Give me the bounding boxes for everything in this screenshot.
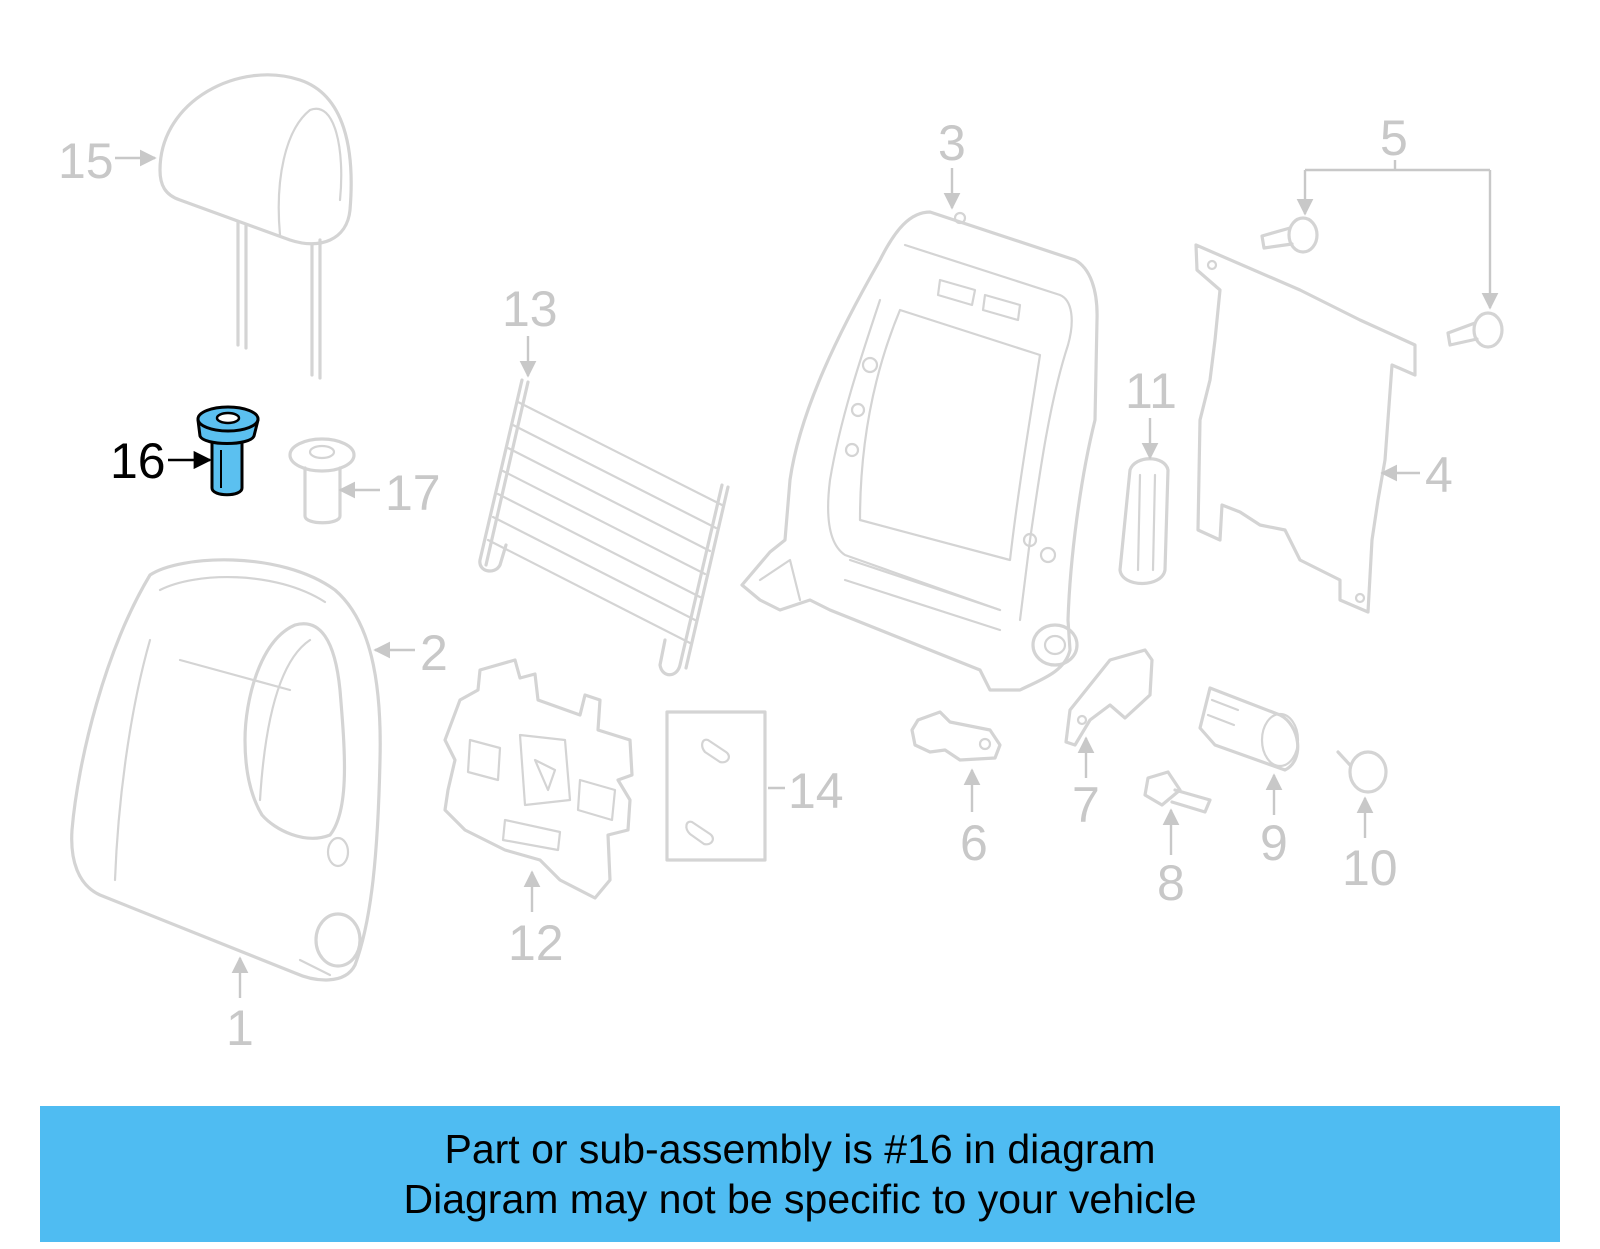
part-12-bracket[interactable] bbox=[443, 658, 634, 900]
part-16-highlighted[interactable] bbox=[196, 405, 260, 497]
part-10-plug[interactable] bbox=[1336, 750, 1388, 794]
svg-text:16: 16 bbox=[110, 433, 166, 489]
info-banner: Part or sub-assembly is #16 in diagram D… bbox=[40, 1106, 1560, 1242]
svg-text:17: 17 bbox=[385, 465, 441, 521]
callout-13: 13 bbox=[502, 281, 558, 378]
svg-text:14: 14 bbox=[788, 763, 844, 819]
svg-text:7: 7 bbox=[1072, 777, 1100, 833]
svg-text:8: 8 bbox=[1157, 855, 1185, 911]
callout-12: 12 bbox=[508, 870, 564, 971]
callout-17: 17 bbox=[338, 465, 441, 521]
svg-text:15: 15 bbox=[58, 133, 114, 189]
banner-line-1: Part or sub-assembly is #16 in diagram bbox=[444, 1126, 1156, 1172]
callout-6: 6 bbox=[960, 768, 988, 871]
callout-10: 10 bbox=[1342, 796, 1398, 896]
callout-5: 5 bbox=[1296, 110, 1499, 310]
part-11-trim[interactable] bbox=[1118, 457, 1170, 585]
callout-2: 2 bbox=[373, 625, 448, 681]
callout-14: 14 bbox=[768, 763, 844, 819]
callouts: 15 16 17 13 3 5 11 bbox=[58, 110, 1499, 1056]
callout-4: 4 bbox=[1380, 447, 1453, 503]
part-9-knob[interactable] bbox=[1198, 686, 1300, 772]
svg-text:4: 4 bbox=[1425, 447, 1453, 503]
part-14-pad[interactable] bbox=[665, 710, 767, 862]
part-13-lumbar-support[interactable] bbox=[478, 378, 730, 677]
part-1-seat-back-cover[interactable] bbox=[70, 558, 382, 982]
svg-text:2: 2 bbox=[420, 625, 448, 681]
part-5-bolts[interactable] bbox=[1260, 216, 1504, 349]
callout-1: 1 bbox=[226, 956, 254, 1056]
callout-15: 15 bbox=[58, 133, 157, 189]
callout-11: 11 bbox=[1125, 363, 1177, 460]
part-7-cover[interactable] bbox=[1064, 648, 1154, 747]
callout-3: 3 bbox=[938, 115, 966, 210]
svg-text:6: 6 bbox=[960, 815, 988, 871]
banner-line-2: Diagram may not be specific to your vehi… bbox=[403, 1176, 1197, 1222]
part-8-bolt[interactable] bbox=[1143, 770, 1212, 814]
part-3-seat-back-frame[interactable] bbox=[740, 210, 1099, 692]
svg-text:3: 3 bbox=[938, 115, 966, 171]
callout-16: 16 bbox=[110, 433, 212, 489]
svg-text:9: 9 bbox=[1260, 815, 1288, 871]
part-15-headrest[interactable] bbox=[158, 73, 353, 380]
callout-9: 9 bbox=[1260, 773, 1288, 871]
svg-text:12: 12 bbox=[508, 915, 564, 971]
callout-8: 8 bbox=[1157, 808, 1185, 911]
part-4-back-panel[interactable] bbox=[1194, 243, 1417, 614]
svg-text:1: 1 bbox=[226, 1000, 254, 1056]
part-6-bracket[interactable] bbox=[910, 710, 1002, 762]
svg-text:5: 5 bbox=[1380, 110, 1408, 166]
part-17-guide-sleeve[interactable] bbox=[288, 437, 356, 525]
svg-text:11: 11 bbox=[1125, 363, 1177, 419]
svg-text:10: 10 bbox=[1342, 840, 1398, 896]
callout-7: 7 bbox=[1072, 736, 1100, 833]
svg-text:13: 13 bbox=[502, 281, 558, 337]
